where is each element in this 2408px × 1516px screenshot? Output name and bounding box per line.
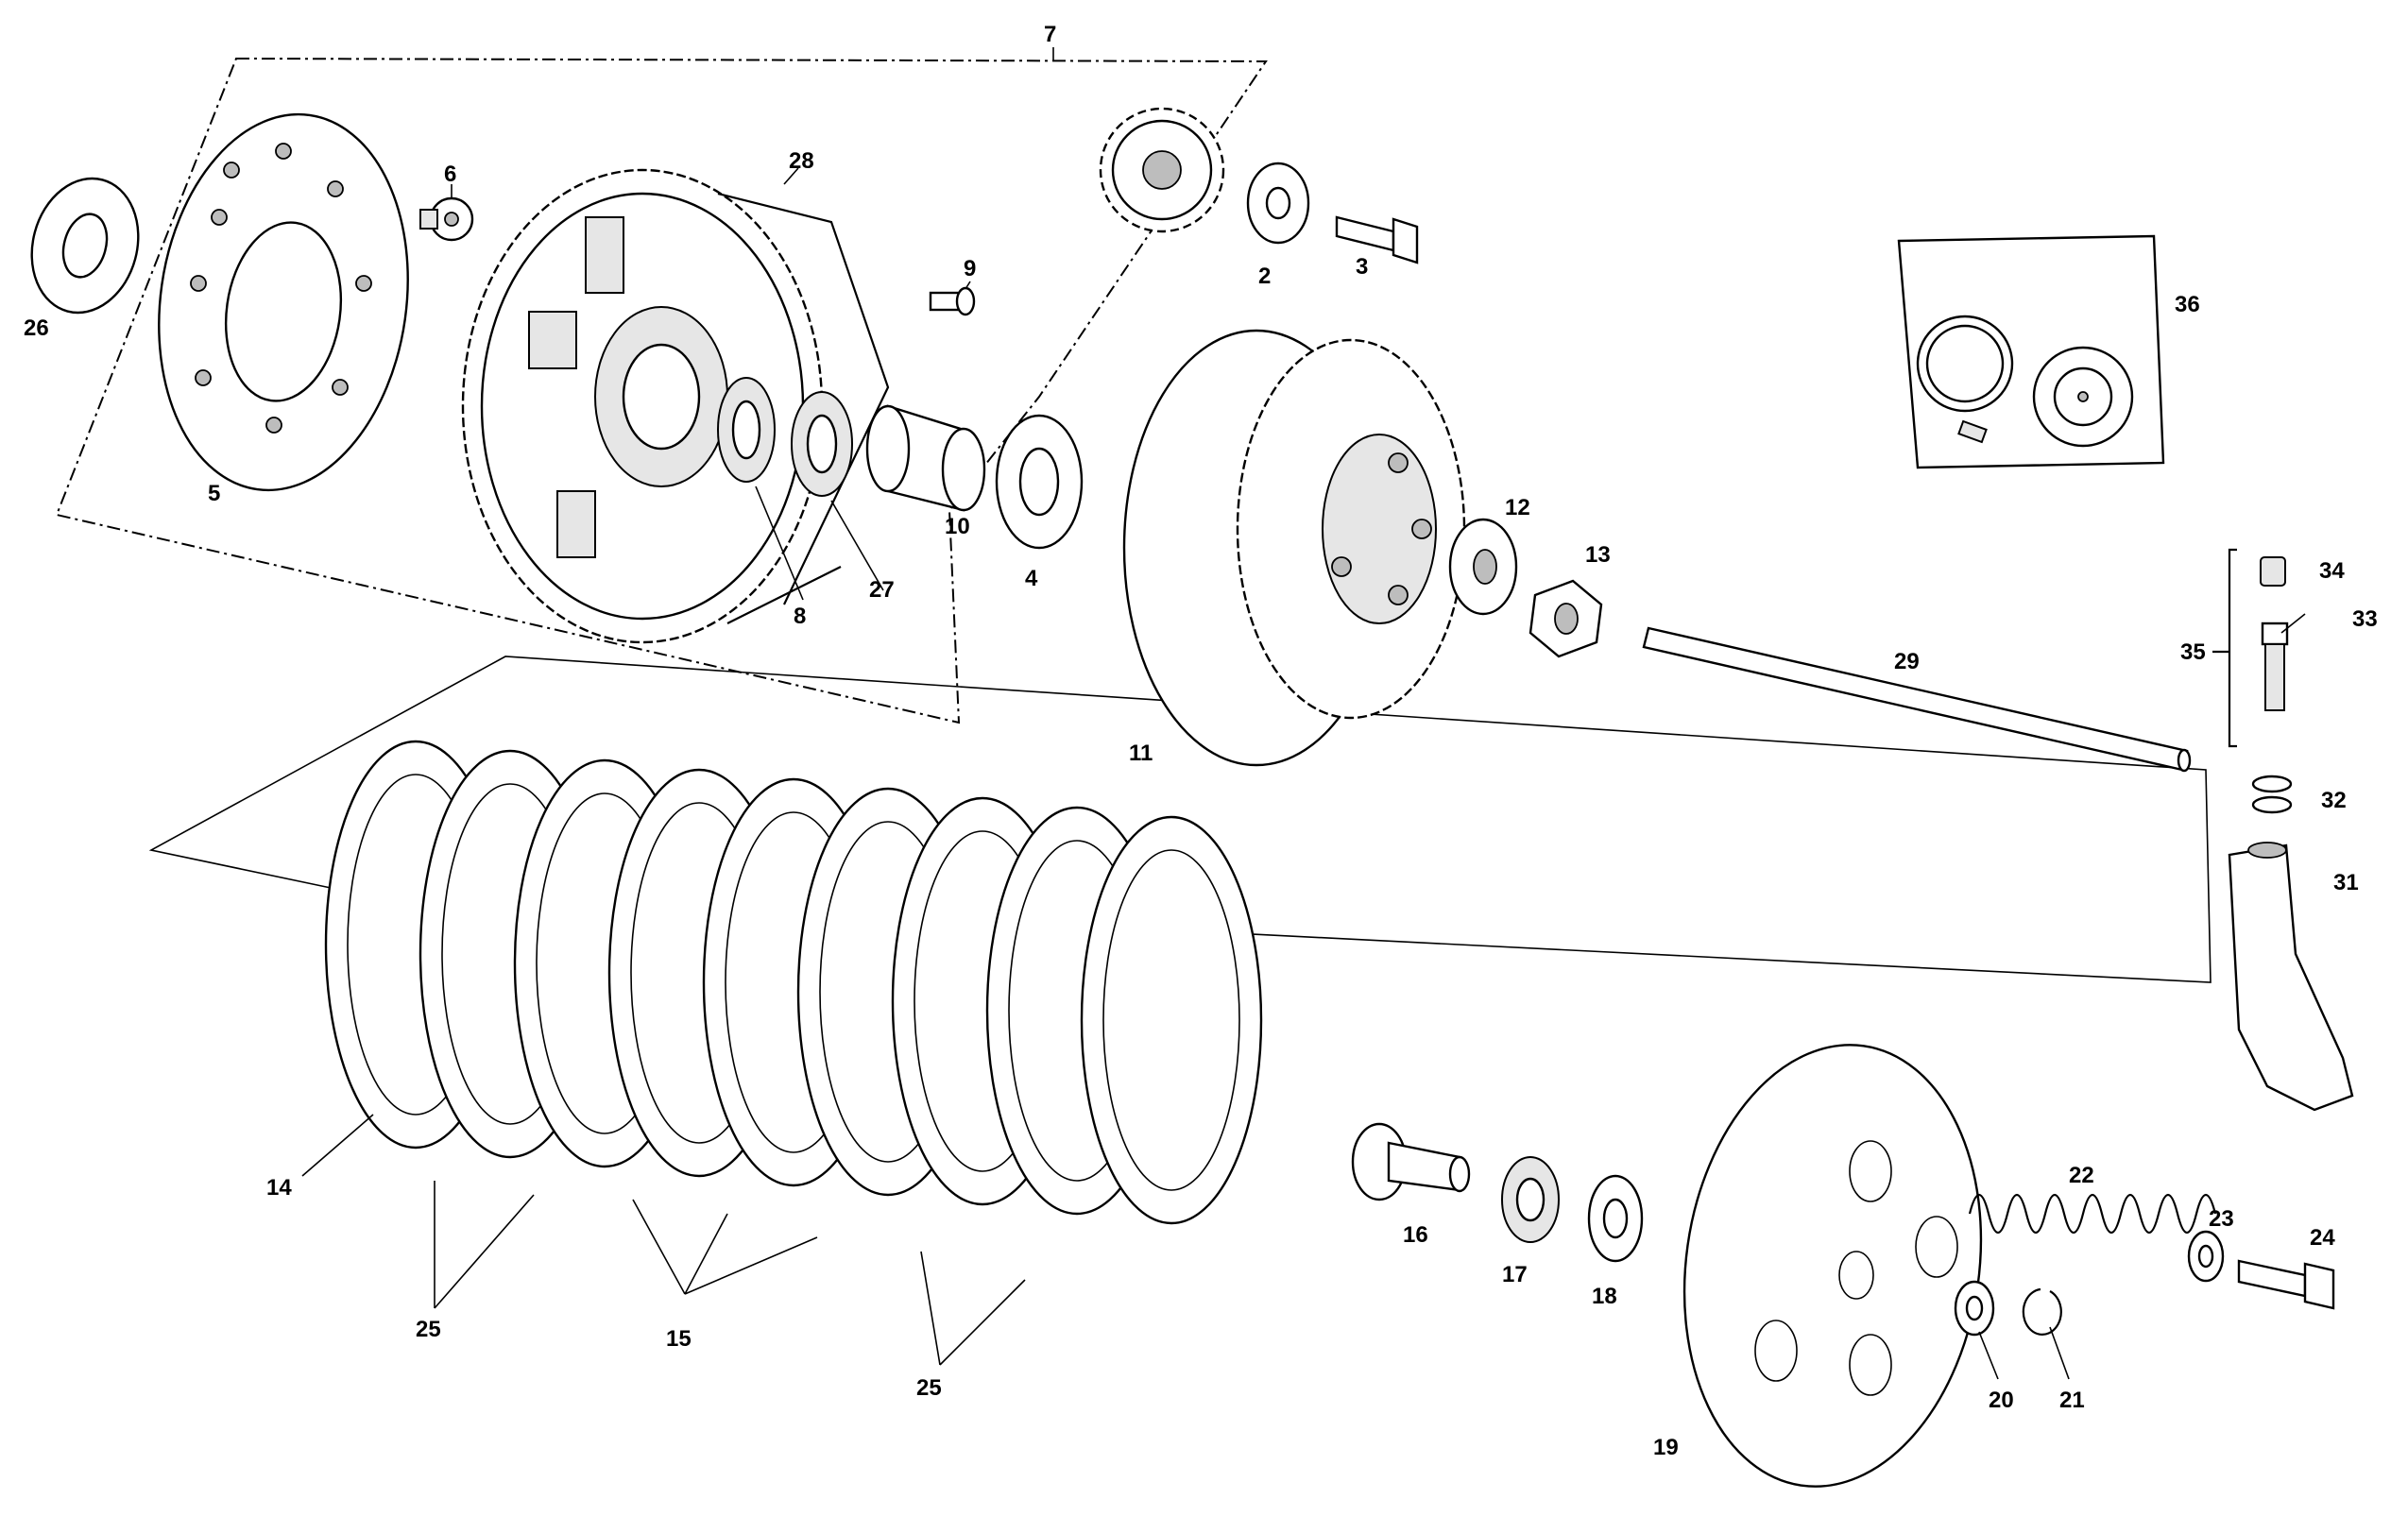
callout-3: 3	[1356, 254, 1368, 280]
callout-6: 6	[444, 162, 456, 187]
callout-14: 14	[266, 1175, 292, 1201]
part-24-screw	[2237, 1259, 2335, 1310]
callout-35: 35	[2180, 639, 2206, 665]
part-17-bearing	[1501, 1156, 1560, 1243]
callout-9: 9	[964, 256, 976, 281]
part-11-clutch-hub	[1122, 329, 1466, 767]
callout-19: 19	[1653, 1435, 1679, 1460]
callout-7: 7	[1044, 22, 1056, 47]
part-26-thrust-washer	[30, 177, 140, 315]
leader-lines	[301, 167, 2306, 1380]
part-28-clutch-basket	[461, 168, 890, 644]
part-2-washer	[1246, 162, 1310, 245]
plate-25-e	[1080, 815, 1263, 1225]
bracket-35	[2212, 548, 2237, 748]
primary-gear	[1099, 107, 1225, 233]
part-19-pressure-plate	[1682, 1044, 1983, 1488]
callout-20: 20	[1989, 1388, 2014, 1413]
callout-34: 34	[2319, 558, 2345, 584]
callout-13: 13	[1585, 542, 1611, 568]
callout-26: 26	[24, 315, 49, 341]
callout-4: 4	[1025, 566, 1038, 591]
callout-11: 11	[1129, 741, 1153, 766]
callout-32: 32	[2321, 788, 2347, 813]
part-18-washer	[1587, 1174, 1644, 1263]
part-27-needle-bearing	[791, 391, 853, 497]
plate-stack	[324, 740, 1263, 1225]
callout-5: 5	[208, 481, 220, 506]
callout-31: 31	[2333, 870, 2359, 895]
callout-10: 10	[945, 514, 970, 539]
part-31-release-arm	[2228, 842, 2354, 1112]
callout-12: 12	[1505, 495, 1530, 520]
callout-25-right: 25	[916, 1375, 942, 1401]
callout-23: 23	[2209, 1206, 2234, 1232]
group-7-outline	[55, 57, 1268, 724]
part-9-pin	[929, 286, 976, 316]
part-34-cap	[2260, 556, 2286, 587]
part-5-clutch-plate	[158, 112, 409, 492]
callout-29: 29	[1894, 649, 1920, 674]
part-22-springs	[1968, 1193, 2217, 1235]
part-33-adjuster-screw	[2261, 622, 2289, 711]
part-12-hub-center	[1448, 518, 1518, 616]
callout-25-left: 25	[416, 1317, 441, 1342]
part-16-guide	[1351, 1122, 1471, 1201]
part-36-seal-kit	[1897, 234, 2165, 469]
part-20-washer	[1954, 1280, 1995, 1337]
plates-group-outline	[148, 656, 2212, 983]
callout-16: 16	[1403, 1222, 1428, 1248]
part-13-nut	[1528, 579, 1603, 658]
part-23-washer	[2187, 1230, 2225, 1283]
part-10-bushing	[865, 404, 986, 512]
callout-33: 33	[2352, 606, 2378, 632]
callout-21: 21	[2059, 1388, 2085, 1413]
callout-15: 15	[666, 1326, 692, 1352]
callout-18: 18	[1592, 1284, 1617, 1309]
callout-27: 27	[869, 577, 895, 603]
callout-22: 22	[2069, 1163, 2094, 1188]
part-29-push-rod	[1642, 626, 2192, 773]
part-6-pin	[419, 196, 474, 242]
callout-8: 8	[794, 604, 806, 629]
callout-24: 24	[2310, 1225, 2335, 1251]
part-32-o-rings	[2251, 775, 2293, 814]
part-4-thrust-washer	[995, 414, 1084, 550]
part-8-needle-bearing	[717, 377, 776, 483]
part-3-bolt	[1335, 215, 1419, 264]
part-21-circlip	[2022, 1287, 2062, 1336]
callout-17: 17	[1502, 1262, 1528, 1287]
callout-36: 36	[2175, 292, 2200, 317]
callout-28: 28	[789, 148, 814, 174]
callout-2: 2	[1258, 264, 1271, 289]
